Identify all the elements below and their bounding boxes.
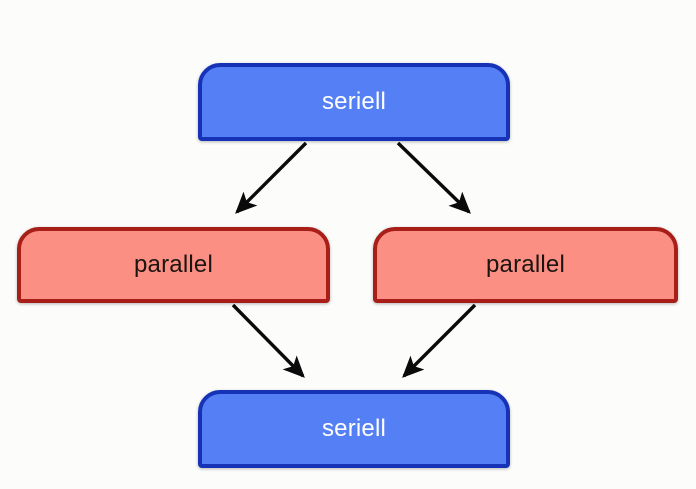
node-seriell-bottom[interactable]: seriell	[198, 390, 510, 468]
edge-parallel-right-to-seriell-bottom	[402, 303, 477, 378]
node-seriell-top[interactable]: seriell	[198, 63, 510, 141]
node-label: seriell	[321, 415, 387, 442]
node-label: parallel	[486, 251, 565, 278]
edge-seriell-top-to-parallel-right	[396, 141, 471, 214]
node-parallel-right[interactable]: parallel	[373, 227, 678, 303]
node-label: parallel	[134, 251, 213, 278]
node-parallel-left[interactable]: parallel	[17, 227, 330, 303]
edge-seriell-top-to-parallel-left	[235, 141, 308, 214]
edge-parallel-left-to-seriell-bottom	[231, 303, 305, 378]
node-label: seriell	[321, 88, 387, 115]
